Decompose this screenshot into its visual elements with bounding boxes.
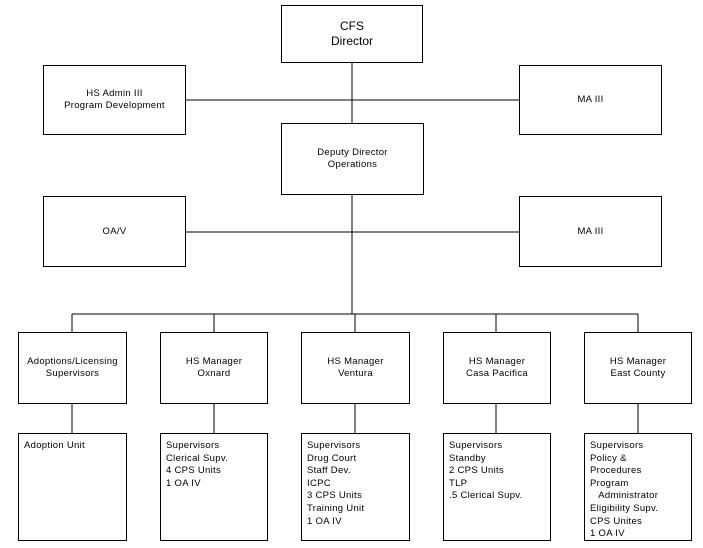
unit-item: 1 OA IV [590,528,625,540]
unit-item: Program [590,477,629,489]
units-box-ventura: Supervisors Drug Court Staff Dev. ICPC 3… [301,433,410,541]
manager-title-line: Supervisors [45,368,100,379]
program-development-line-1: HS Admin III [86,88,143,99]
unit-item: Staff Dev. [307,465,351,477]
unit-item: Policy & [590,452,627,464]
units-box-oxnard: Supervisors Clerical Supv. 4 CPS Units 1… [160,433,268,541]
unit-item: Eligibility Supv. [590,502,659,514]
ma-iii-bottom-label: MA III [577,225,604,237]
unit-item: Supervisors [449,440,503,451]
manager-title-line: HS Manager [468,356,526,367]
unit-item: Clerical Supv. [166,452,229,464]
unit-item: TLP [449,477,468,489]
units-box-east-county: Supervisors Policy & Procedures Program … [584,433,692,541]
manager-title-line: Casa Pacifica [466,368,528,379]
ma-iii-bottom-box: MA III [519,196,662,267]
units-box-adoptions: Adoption Unit [18,433,127,541]
ma-iii-top-box: MA III [519,65,662,135]
program-development-box: HS Admin III Program Development [43,65,186,135]
unit-item: 1 OA IV [307,515,342,527]
unit-item: 4 CPS Units [166,465,222,477]
manager-box-casa-pacifica: HS Manager Casa Pacifica [443,332,551,404]
manager-title-line: HS Manager [609,356,667,367]
manager-box-oxnard: HS Manager Oxnard [160,332,268,404]
manager-title-line: HS Manager [327,356,384,367]
deputy-director-box: Deputy Director Operations [281,123,424,195]
unit-item: CPS Unites [590,515,643,527]
deputy-line-1: Deputy Director [317,147,388,158]
unit-item: Standby [449,452,486,464]
unit-item: .5 Clerical Supv. [449,490,523,502]
unit-item: 3 CPS Units [307,490,363,502]
ma-iii-top-label: MA III [577,94,604,105]
unit-item: 1 OA IV [166,477,201,489]
director-line-2: Director [330,34,373,48]
unit-item: Procedures [590,465,642,477]
director-box: CFS Director [281,5,423,63]
manager-title-line: Ventura [338,368,373,379]
unit-item: Drug Court [307,452,357,464]
unit-item: Training Unit [307,502,365,514]
program-development-line-2: Program Development [64,100,165,111]
director-line-1: CFS [340,19,364,33]
manager-title-line: Adoptions/Licensing [27,356,118,367]
manager-box-east-county: HS Manager East County [584,332,692,404]
manager-box-adoptions: Adoptions/Licensing Supervisors [18,332,127,404]
manager-box-ventura: HS Manager Ventura [301,332,410,404]
unit-item: 2 CPS Units [449,465,505,477]
unit-item: Supervisors [307,440,361,451]
unit-item: ICPC [307,477,331,489]
oa-v-box: OA/V [43,196,186,267]
unit-item: Adoption Unit [24,440,85,451]
manager-title-line: Oxnard [197,368,231,379]
oa-v-label: OA/V [102,225,127,237]
deputy-line-2: Operations [327,159,378,170]
manager-title-line: East County [610,368,666,379]
manager-title-line: HS Manager [185,356,243,367]
unit-item: Administrator [590,490,659,502]
unit-item: Supervisors [166,440,220,451]
unit-item: Supervisors [590,440,644,451]
units-box-casa-pacifica: Supervisors Standby 2 CPS Units TLP .5 C… [443,433,551,541]
